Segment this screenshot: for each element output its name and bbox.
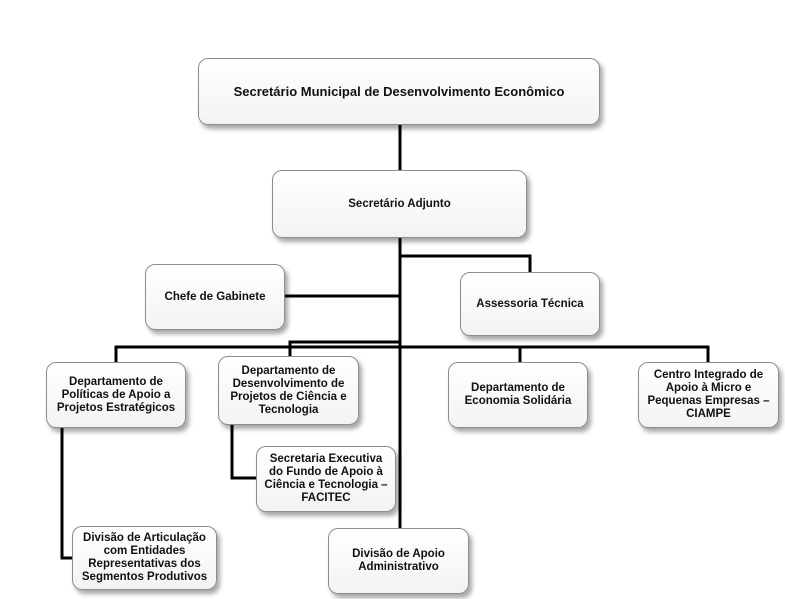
node-dep-desenvolvimento: Departamento de Desenvolvimento de Proje… [218, 356, 359, 425]
node-label: Assessoria Técnica [476, 297, 584, 310]
connector-articulacao [60, 426, 74, 560]
node-dep-politicas: Departamento de Políticas de Apoio a Pro… [46, 362, 186, 428]
node-label: Secretaria Executiva do Fundo de Apoio à… [264, 453, 388, 504]
node-divisao-articulacao: Divisão de Articulação com Entidades Rep… [72, 526, 217, 590]
node-facitec: Secretaria Executiva do Fundo de Apoio à… [256, 446, 396, 512]
node-secretario-adjunto: Secretário Adjunto [272, 170, 527, 238]
node-label: Chefe de Gabinete [164, 290, 266, 303]
node-label: Divisão de Articulação com Entidades Rep… [81, 532, 208, 583]
node-chefe-gabinete: Chefe de Gabinete [145, 264, 285, 330]
node-label: Secretário Adjunto [348, 197, 451, 210]
node-label: Centro Integrado de Apoio à Micro e Pequ… [647, 369, 770, 420]
node-label: Secretário Municipal de Desenvolvimento … [233, 84, 565, 99]
node-assessoria-tecnica: Assessoria Técnica [460, 272, 600, 336]
node-divisao-apoio: Divisão de Apoio Administrativo [328, 528, 469, 594]
node-ciampe: Centro Integrado de Apoio à Micro e Pequ… [638, 362, 779, 428]
node-label: Departamento de Políticas de Apoio a Pro… [56, 375, 176, 414]
node-label: Divisão de Apoio Administrativo [352, 548, 445, 573]
connector-assessoria [398, 254, 532, 274]
connector-facitec [230, 423, 258, 480]
node-label: Departamento de Economia Solidária [464, 382, 572, 407]
node-secretario-municipal: Secretário Municipal de Desenvolvimento … [198, 58, 600, 125]
node-dep-economia: Departamento de Economia Solidária [448, 362, 588, 428]
node-label: Departamento de Desenvolvimento de Proje… [230, 364, 347, 416]
